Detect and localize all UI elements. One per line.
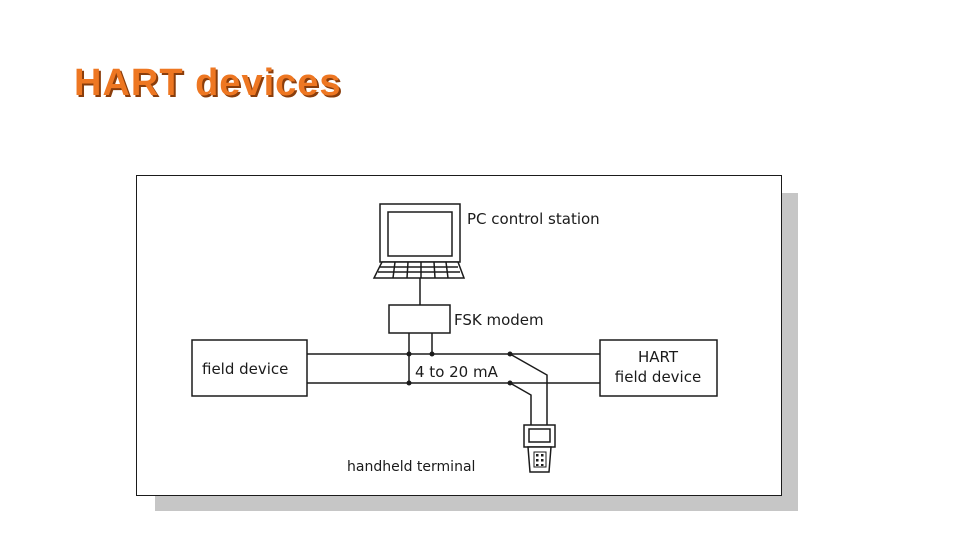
fsk-modem-box bbox=[388, 304, 451, 334]
handheld-terminal-label: handheld terminal bbox=[347, 459, 475, 475]
field-device-box bbox=[191, 339, 308, 397]
field-device-label: field device bbox=[202, 360, 288, 378]
current-loop-label: 4 to 20 mA bbox=[415, 363, 499, 381]
junction-dot bbox=[507, 351, 513, 357]
handheld-terminal-icon bbox=[523, 424, 556, 473]
pc-control-station-label: PC control station bbox=[467, 210, 600, 228]
handheld-wire-a bbox=[509, 353, 548, 428]
hart-field-device-box bbox=[599, 339, 718, 397]
handheld-wire-b bbox=[509, 382, 532, 428]
hart-device-label-line2: field device bbox=[615, 368, 701, 386]
junction-dot bbox=[429, 351, 435, 357]
junction-dot bbox=[406, 380, 412, 386]
pc-control-station-icon bbox=[372, 203, 466, 279]
hart-device-label-line1: HART bbox=[638, 348, 679, 366]
fsk-modem-label: FSK modem bbox=[454, 311, 544, 329]
junction-dot bbox=[507, 380, 513, 386]
junction-dot bbox=[406, 351, 412, 357]
page-title: HART devices bbox=[74, 62, 342, 104]
